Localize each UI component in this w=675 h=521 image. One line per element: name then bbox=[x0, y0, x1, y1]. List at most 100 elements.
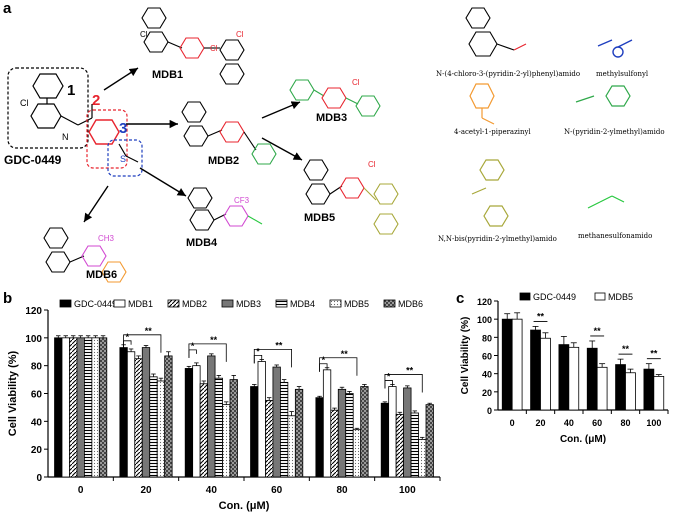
y-axis-label: Cell Viability (%) bbox=[460, 317, 471, 395]
bar bbox=[558, 344, 570, 411]
site1-number: 1 bbox=[67, 82, 76, 99]
legend-swatch bbox=[594, 292, 606, 301]
x-axis-label: Con. (μM) bbox=[560, 434, 606, 445]
x-tick-label: 100 bbox=[399, 485, 416, 496]
sig-mark: ** bbox=[650, 349, 658, 359]
sig-mark: ** bbox=[594, 326, 602, 336]
parent-label: GDC-0449 bbox=[4, 153, 62, 167]
legend-swatch bbox=[383, 299, 396, 308]
legend-label: MDB2 bbox=[182, 299, 207, 309]
x-tick-label: 40 bbox=[564, 418, 574, 428]
mdb6-atom-ch3: CH3 bbox=[98, 234, 115, 243]
bar bbox=[501, 318, 513, 411]
site3-number: 3 bbox=[119, 120, 128, 137]
x-tick-label: 80 bbox=[336, 485, 348, 496]
sig-mark: ** bbox=[145, 326, 153, 336]
sig-mark: ** bbox=[275, 340, 283, 350]
arrow-to-mdb5 bbox=[261, 137, 303, 161]
sig-mark: * bbox=[322, 355, 326, 365]
x-tick-label: 40 bbox=[206, 485, 218, 496]
legend-swatch bbox=[519, 292, 531, 301]
site3-box bbox=[107, 139, 143, 177]
pyridine-ring bbox=[32, 73, 64, 99]
mdb5-atom-cl: Cl bbox=[368, 160, 376, 169]
chlorophenyl-ring bbox=[30, 103, 62, 129]
arrow-to-mdb1 bbox=[103, 67, 139, 91]
sig-mark: ** bbox=[622, 344, 630, 354]
mdb4-atom-cf3: CF3 bbox=[234, 196, 250, 205]
key-sulfonamido bbox=[587, 195, 625, 209]
key-name-sulfonamido: methanesulfonamido bbox=[578, 232, 653, 240]
key-name-piperazinyl: 4-acetyl-1-piperazinyl bbox=[454, 128, 531, 136]
sig-mark: ** bbox=[406, 365, 414, 375]
sig-bracket bbox=[188, 343, 227, 362]
key-name-methylsulfonyl: methylsulfonyl bbox=[596, 70, 649, 78]
site2-box bbox=[86, 109, 128, 169]
x-tick-label: 20 bbox=[535, 418, 545, 428]
y-tick-label: 40 bbox=[482, 370, 492, 380]
sig-bracket bbox=[319, 357, 358, 376]
key-name-amido: N-(4-chloro-3-(pyridin-2-yl)phenyl)amido bbox=[436, 70, 581, 78]
y-axis-label: Cell Viability (%) bbox=[7, 350, 19, 436]
y-tick-label: 20 bbox=[482, 388, 492, 398]
key-bis bbox=[471, 159, 509, 227]
x-axis-label: Con. (μM) bbox=[219, 500, 270, 512]
bar bbox=[625, 372, 636, 411]
sig-mark: * bbox=[191, 341, 195, 351]
bar bbox=[530, 329, 541, 411]
mdb1-atom-cl2: Cl bbox=[210, 44, 218, 53]
sig-mark: ** bbox=[537, 311, 545, 321]
bar bbox=[653, 375, 665, 411]
bar bbox=[643, 368, 655, 411]
mdb3-atom-cl: Cl bbox=[352, 78, 360, 87]
legend-label: MDB3 bbox=[236, 299, 261, 309]
y-tick-label: 20 bbox=[31, 445, 43, 456]
bar bbox=[586, 347, 598, 411]
legend-swatch bbox=[113, 299, 126, 308]
y-tick-label: 60 bbox=[31, 390, 43, 401]
x-tick-label: 60 bbox=[592, 418, 602, 428]
mdb1-structure bbox=[141, 7, 245, 85]
site2-number: 2 bbox=[92, 92, 101, 109]
site1-box bbox=[7, 67, 89, 149]
mdb3-label: MDB3 bbox=[316, 112, 348, 124]
key-pyridinylmethyl bbox=[575, 85, 631, 107]
y-tick-label: 80 bbox=[31, 362, 43, 373]
mdb4-structure bbox=[187, 187, 263, 231]
benzamide-ring bbox=[88, 119, 120, 145]
sig-mark: ** bbox=[341, 349, 349, 359]
key-amido bbox=[465, 7, 527, 57]
parent-atom-s: S bbox=[120, 154, 127, 164]
key-name-bis: N,N-bis(pyridin-2-ylmethyl)amido bbox=[438, 235, 557, 243]
sig-mark: * bbox=[387, 371, 391, 381]
key-piperazinyl bbox=[469, 83, 495, 125]
bar bbox=[511, 318, 523, 411]
key-name-pyridinylmethyl: N-(pyridin-2-ylmethyl)amido bbox=[564, 128, 665, 136]
bar bbox=[540, 337, 551, 411]
mdb2-atom-cl: Cl bbox=[236, 30, 244, 39]
synthesis-scheme bbox=[7, 7, 633, 283]
legend-swatch bbox=[329, 299, 342, 308]
bar bbox=[615, 364, 626, 411]
y-tick-label: 40 bbox=[31, 417, 43, 428]
y-tick-label: 100 bbox=[477, 315, 492, 325]
legend-label: MDB5 bbox=[608, 292, 633, 302]
x-tick-label: 0 bbox=[510, 418, 515, 428]
arrow-to-mdb4 bbox=[139, 167, 187, 197]
sig-bracket bbox=[384, 374, 423, 393]
bar bbox=[568, 346, 580, 411]
bar bbox=[596, 366, 608, 411]
x-tick-label: 100 bbox=[646, 418, 661, 428]
mdb5-structure bbox=[303, 159, 399, 235]
legend-label: MDB5 bbox=[344, 299, 369, 309]
mdb6-structure bbox=[43, 227, 127, 283]
y-tick-label: 60 bbox=[482, 352, 492, 362]
sig-mark: * bbox=[256, 346, 260, 356]
legend-swatch bbox=[221, 299, 234, 308]
x-tick-label: 80 bbox=[620, 418, 630, 428]
x-tick-label: 60 bbox=[271, 485, 283, 496]
parent-atom-nh: N bbox=[62, 132, 69, 142]
y-tick-label: 120 bbox=[25, 306, 42, 317]
